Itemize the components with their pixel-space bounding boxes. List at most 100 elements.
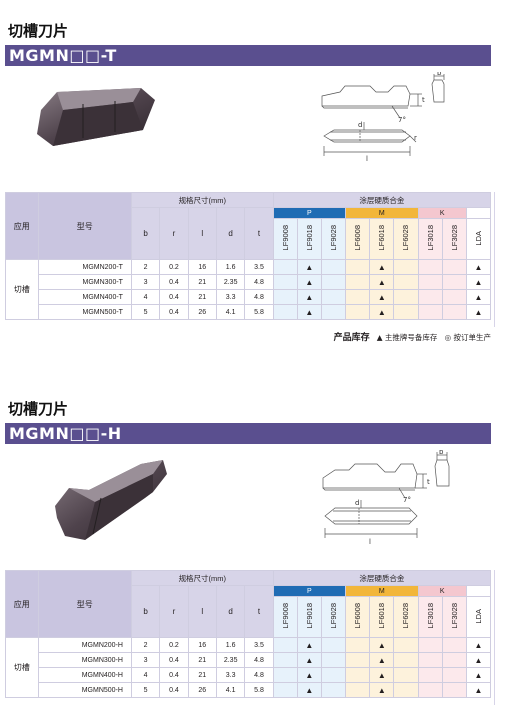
grade-label: LF6018 xyxy=(377,603,387,629)
grade-cell xyxy=(393,289,419,305)
grade-cell xyxy=(393,667,419,683)
dim-cell-d: 2.35 xyxy=(215,652,246,668)
right-divider xyxy=(494,192,495,327)
grade-cell xyxy=(417,304,443,320)
grade-cell: ▲ xyxy=(296,289,322,305)
label-l: l xyxy=(369,538,371,546)
stock-mark-icon: ▲ xyxy=(474,670,483,680)
grade-cell: ▲ xyxy=(369,652,395,668)
label-t: t xyxy=(427,478,430,486)
dim-cell-t: 5.8 xyxy=(244,682,274,698)
dim-col-r: r xyxy=(159,585,189,638)
stock-mark-icon: ▲ xyxy=(377,670,386,680)
group-lda-band xyxy=(465,585,492,597)
grade-cell: ▲ xyxy=(465,667,492,683)
dim-cell-l: 16 xyxy=(187,259,217,275)
dim-cell-b: 2 xyxy=(130,637,161,653)
grade-cell xyxy=(393,304,419,320)
insert-photo xyxy=(37,88,155,146)
grade-label: LF9028 xyxy=(329,603,339,629)
label-b: b xyxy=(437,72,442,77)
application-header: 应用 xyxy=(5,570,39,638)
dim-cell-r: 0.4 xyxy=(159,274,189,290)
grade-cell xyxy=(441,259,467,275)
grade-cell xyxy=(320,682,347,698)
grade-cell xyxy=(441,289,467,305)
label-r: r xyxy=(414,134,417,142)
dim-col-b: b xyxy=(130,585,161,638)
grade-header: LF9008 xyxy=(272,218,298,260)
model-cell: MGMN200-H xyxy=(37,637,132,653)
grade-header: LF3018 xyxy=(417,596,443,638)
grade-cell xyxy=(417,274,443,290)
grade-cell xyxy=(441,274,467,290)
grade-cell xyxy=(320,667,347,683)
stock-mark-icon: ▲ xyxy=(377,655,386,665)
grade-header: LF9028 xyxy=(320,596,347,638)
grade-cell: ▲ xyxy=(465,652,492,668)
grade-cell xyxy=(345,289,371,305)
grade-header: LDA xyxy=(465,596,492,638)
dim-cell-l: 16 xyxy=(187,637,217,653)
grade-label: LF3028 xyxy=(449,225,459,251)
stock-mark-icon: ▲ xyxy=(305,307,314,317)
dim-cell-t: 4.8 xyxy=(244,667,274,683)
dim-cell-t: 3.5 xyxy=(244,637,274,653)
dim-cell-t: 3.5 xyxy=(244,259,274,275)
stock-mark-icon: ▲ xyxy=(305,685,314,695)
grade-header: LF9008 xyxy=(272,596,298,638)
label-angle: 7° xyxy=(398,116,406,124)
dim-cell-d: 4.1 xyxy=(215,682,246,698)
grade-header: LF6018 xyxy=(369,218,395,260)
dim-cell-r: 0.4 xyxy=(159,682,189,698)
dim-cell-t: 4.8 xyxy=(244,652,274,668)
grade-cell xyxy=(417,259,443,275)
dim-col-d: d xyxy=(215,585,246,638)
grade-header: LDA xyxy=(465,218,492,260)
grade-label: LF3018 xyxy=(425,225,435,251)
grade-cell xyxy=(320,304,347,320)
grade-header: LF3028 xyxy=(441,218,467,260)
grade-cell: ▲ xyxy=(465,259,492,275)
grade-cell xyxy=(345,682,371,698)
coating-header: 涂层硬质合金 xyxy=(272,570,492,586)
dim-cell-l: 21 xyxy=(187,289,217,305)
dim-cell-d: 3.3 xyxy=(215,667,246,683)
grade-cell: ▲ xyxy=(296,667,322,683)
grade-cell xyxy=(345,667,371,683)
grade-label: LF9008 xyxy=(280,225,290,251)
grade-cell xyxy=(320,289,347,305)
group-k-band: K xyxy=(417,207,467,219)
stock-mark-icon: ▲ xyxy=(474,292,483,302)
group-m-band: M xyxy=(345,207,419,219)
stock-mark-icon: ▲ xyxy=(474,685,483,695)
dim-cell-b: 4 xyxy=(130,289,161,305)
model-cell: MGMN200-T xyxy=(37,259,132,275)
dim-cell-d: 2.35 xyxy=(215,274,246,290)
grade-cell xyxy=(272,274,298,290)
group-p-band: P xyxy=(272,585,347,597)
grade-cell: ▲ xyxy=(296,652,322,668)
label-angle: 7° xyxy=(403,496,411,504)
grade-cell: ▲ xyxy=(465,682,492,698)
grade-cell xyxy=(320,274,347,290)
order-mark-icon: ◎ xyxy=(444,333,452,342)
grade-cell xyxy=(345,637,371,653)
grade-cell xyxy=(393,259,419,275)
grade-label: LF6008 xyxy=(353,603,363,629)
grade-header: LF6028 xyxy=(393,218,419,260)
stock-legend: 产品库存 ▲ 主推牌号备库存 ◎ 按订单生产 xyxy=(334,330,491,343)
legend-stock-text: 主推牌号备库存 xyxy=(384,333,438,342)
label-d: d xyxy=(355,499,359,507)
application-cell: 切槽 xyxy=(5,637,39,698)
grade-cell xyxy=(393,637,419,653)
dim-cell-b: 2 xyxy=(130,259,161,275)
grade-cell xyxy=(441,637,467,653)
grade-label: LF9018 xyxy=(304,603,314,629)
